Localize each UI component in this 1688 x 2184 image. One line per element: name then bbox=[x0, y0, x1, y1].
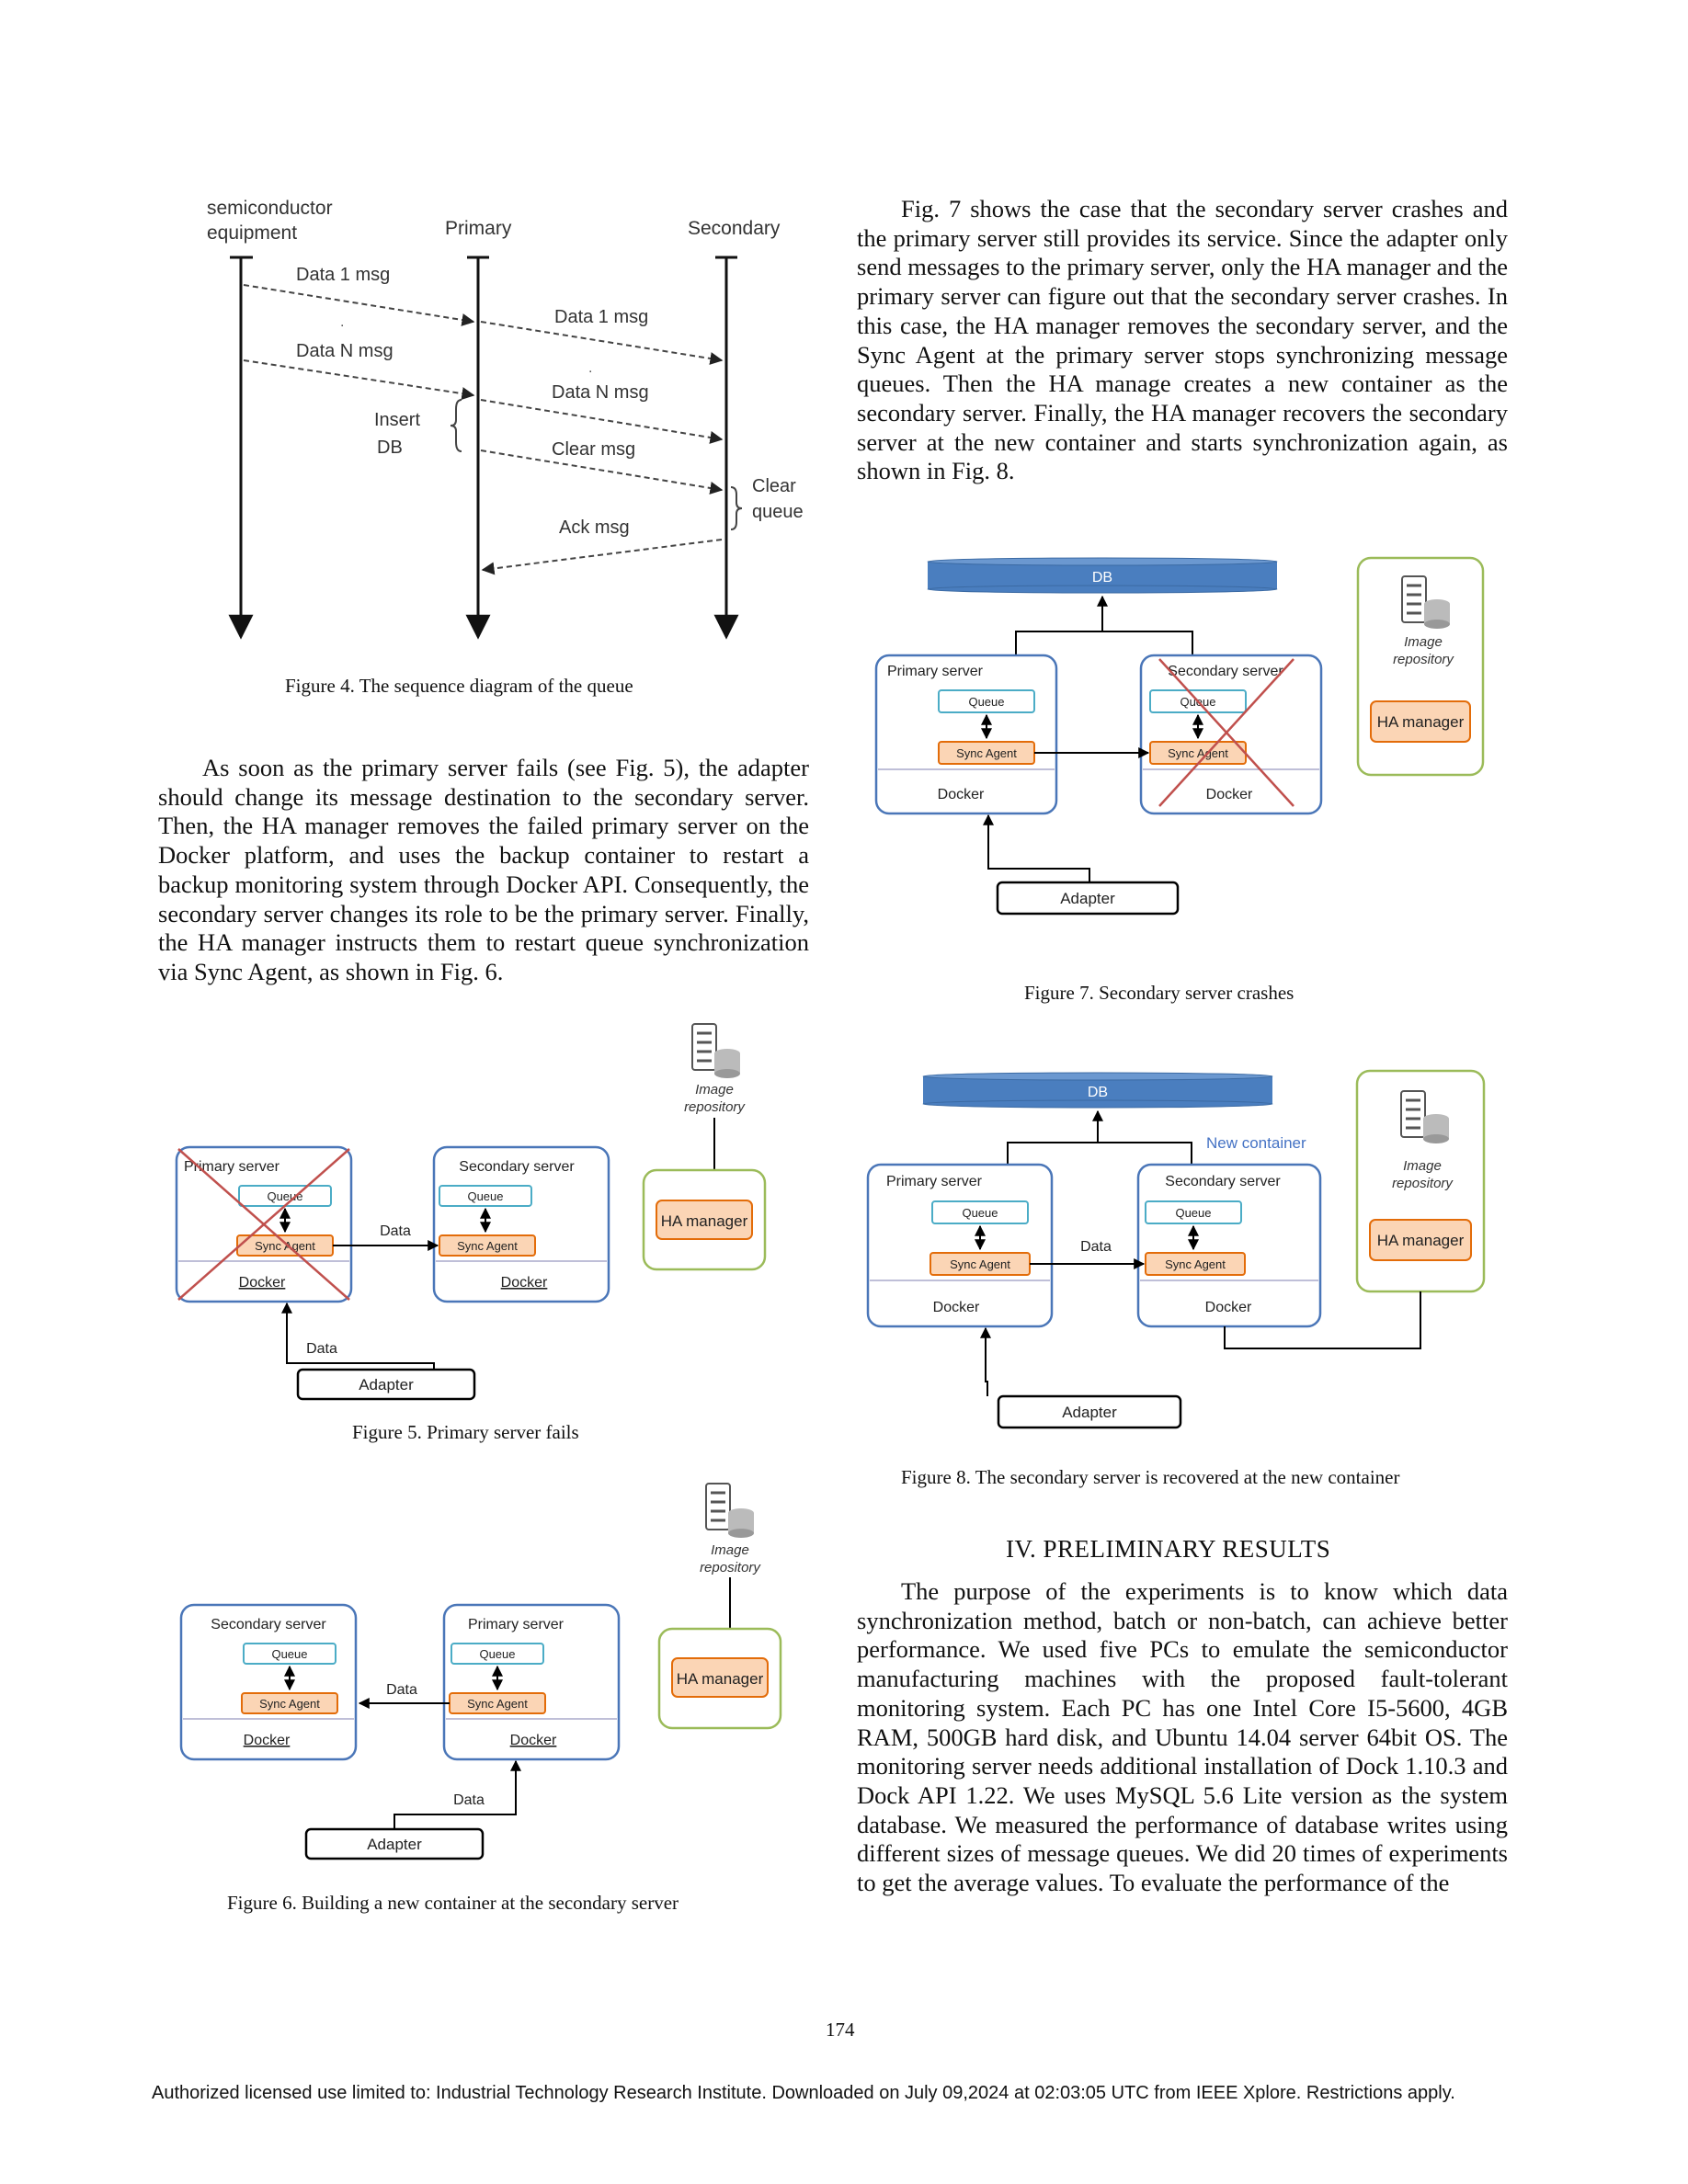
msg-data1-a: Data 1 msg bbox=[296, 265, 390, 285]
paragraph-primary-fail: As soon as the primary server fails (see… bbox=[158, 754, 809, 985]
primary-server-title: Primary server bbox=[886, 1174, 983, 1189]
secondary-server-title: Secondary server bbox=[1168, 664, 1283, 679]
paragraph-results: The purpose of the experiments is to kno… bbox=[857, 1577, 1508, 1897]
secondary-server-title: Secondary server bbox=[1165, 1174, 1281, 1189]
adapter-box bbox=[304, 1827, 485, 1860]
adapter-label: Adapter bbox=[1060, 890, 1115, 907]
equipment-label-2: equipment bbox=[207, 222, 297, 244]
section-heading: IV. PRELIMINARY RESULTS bbox=[1006, 1535, 1331, 1563]
svg-text:.: . bbox=[340, 314, 344, 330]
image-label: Image bbox=[695, 1082, 734, 1098]
adapter-box bbox=[296, 1368, 476, 1401]
msg-dataN-a: Data N msg bbox=[296, 341, 393, 361]
figure-8-diagram: DB New container Primary server Queue Sy… bbox=[866, 1069, 1486, 1429]
docker-label: Docker bbox=[510, 1733, 557, 1748]
ha-manager-label: HA manager bbox=[677, 1670, 764, 1688]
image-label: Image bbox=[1403, 1158, 1442, 1174]
adapter-label: Adapter bbox=[359, 1376, 414, 1393]
db-cylinder bbox=[927, 557, 1278, 594]
sync-agent-label: Sync Agent bbox=[259, 1697, 320, 1711]
adapter-box bbox=[996, 881, 1180, 916]
sync-agent-label: Sync Agent bbox=[457, 1239, 518, 1253]
image-label: Image bbox=[1404, 634, 1443, 650]
ha-manager-label: HA manager bbox=[1377, 713, 1465, 731]
equipment-label: semiconductor bbox=[207, 198, 333, 219]
repository-label: repository bbox=[1393, 652, 1454, 667]
docker-label: Docker bbox=[239, 1275, 286, 1291]
image-repository-icon bbox=[705, 1483, 754, 1538]
secondary-server-title: Secondary server bbox=[459, 1159, 575, 1175]
insert-db-label-2: DB bbox=[377, 438, 403, 458]
data-label: Data bbox=[380, 1223, 411, 1239]
figure-4-sequence-diagram: semiconductor equipment Primary Secondar… bbox=[207, 198, 804, 640]
repository-label: repository bbox=[684, 1099, 746, 1115]
sync-agent-label: Sync Agent bbox=[950, 1257, 1010, 1271]
docker-label: Docker bbox=[933, 1300, 980, 1315]
ha-manager-label: HA manager bbox=[1377, 1232, 1465, 1249]
clear-queue-label-2: queue bbox=[752, 502, 804, 522]
page-number: 174 bbox=[826, 2019, 855, 2041]
primary-lifeline-label: Primary bbox=[445, 218, 512, 239]
clear-queue-label: Clear bbox=[752, 476, 796, 496]
figure-6-diagram: Image repository HA manager Secondary se… bbox=[179, 1483, 782, 1860]
db-label: DB bbox=[1088, 1085, 1108, 1100]
svg-text:.: . bbox=[588, 360, 592, 376]
ha-manager-label: HA manager bbox=[661, 1212, 748, 1230]
docker-label: Docker bbox=[244, 1733, 291, 1748]
figure-7-caption: Figure 7. Secondary server crashes bbox=[1024, 982, 1295, 1004]
queue-label: Queue bbox=[962, 1206, 998, 1220]
msg-clear: Clear msg bbox=[552, 439, 635, 460]
primary-server-title: Primary server bbox=[887, 664, 984, 679]
adapter-box bbox=[997, 1394, 1182, 1429]
paragraph-secondary-crash: Fig. 7 shows the case that the secondary… bbox=[857, 195, 1508, 485]
queue-label: Queue bbox=[1175, 1206, 1211, 1220]
primary-server-title: Primary server bbox=[468, 1617, 565, 1632]
new-container-label: New container bbox=[1206, 1134, 1306, 1152]
data-label: Data bbox=[453, 1792, 485, 1808]
sync-agent-label: Sync Agent bbox=[1165, 1257, 1226, 1271]
db-label: DB bbox=[1092, 570, 1112, 586]
ieee-license-footer: Authorized licensed use limited to: Indu… bbox=[152, 2083, 1455, 2103]
data-label: Data bbox=[306, 1341, 337, 1357]
image-repository-icon bbox=[1401, 575, 1450, 629]
insert-db-label: Insert bbox=[374, 410, 420, 430]
repository-label: repository bbox=[700, 1560, 761, 1575]
sync-agent-label: Sync Agent bbox=[467, 1697, 528, 1711]
data-label: Data bbox=[386, 1682, 417, 1698]
adapter-label: Adapter bbox=[367, 1836, 422, 1853]
image-repository-icon bbox=[691, 1023, 740, 1078]
sync-agent-label: Sync Agent bbox=[956, 746, 1017, 760]
docker-label: Docker bbox=[1205, 1300, 1252, 1315]
docker-label: Docker bbox=[501, 1275, 548, 1291]
secondary-lifeline-label: Secondary bbox=[688, 218, 781, 239]
image-repository-icon bbox=[1400, 1090, 1449, 1143]
figure-4-caption: Figure 4. The sequence diagram of the qu… bbox=[285, 675, 633, 697]
docker-label: Docker bbox=[1206, 787, 1253, 802]
msg-dataN-b: Data N msg bbox=[552, 382, 649, 403]
queue-label: Queue bbox=[267, 1189, 302, 1203]
secondary-server-title: Secondary server bbox=[211, 1617, 326, 1632]
figure-5-caption: Figure 5. Primary server fails bbox=[352, 1421, 579, 1443]
msg-data1-b: Data 1 msg bbox=[554, 307, 648, 327]
queue-label: Queue bbox=[479, 1647, 515, 1661]
sync-agent-label: Sync Agent bbox=[1168, 746, 1228, 760]
repository-label: repository bbox=[1392, 1176, 1454, 1191]
figure-5-diagram: Image repository HA manager Primary serv… bbox=[175, 1023, 767, 1401]
image-label: Image bbox=[711, 1542, 749, 1558]
db-cylinder bbox=[922, 1072, 1273, 1109]
data-label: Data bbox=[1080, 1239, 1112, 1255]
queue-label: Queue bbox=[467, 1189, 503, 1203]
figure-6-caption: Figure 6. Building a new container at th… bbox=[227, 1892, 679, 1914]
queue-label: Queue bbox=[968, 695, 1004, 709]
primary-server-title: Primary server bbox=[184, 1159, 280, 1175]
figure-8-caption: Figure 8. The secondary server is recove… bbox=[901, 1466, 1400, 1488]
adapter-label: Adapter bbox=[1062, 1404, 1117, 1421]
docker-label: Docker bbox=[938, 787, 985, 802]
queue-label: Queue bbox=[271, 1647, 307, 1661]
msg-ack: Ack msg bbox=[559, 518, 630, 538]
sync-agent-label: Sync Agent bbox=[255, 1239, 315, 1253]
figure-7-diagram: DB Primary server Queue Sync Agent Docke… bbox=[874, 556, 1485, 916]
